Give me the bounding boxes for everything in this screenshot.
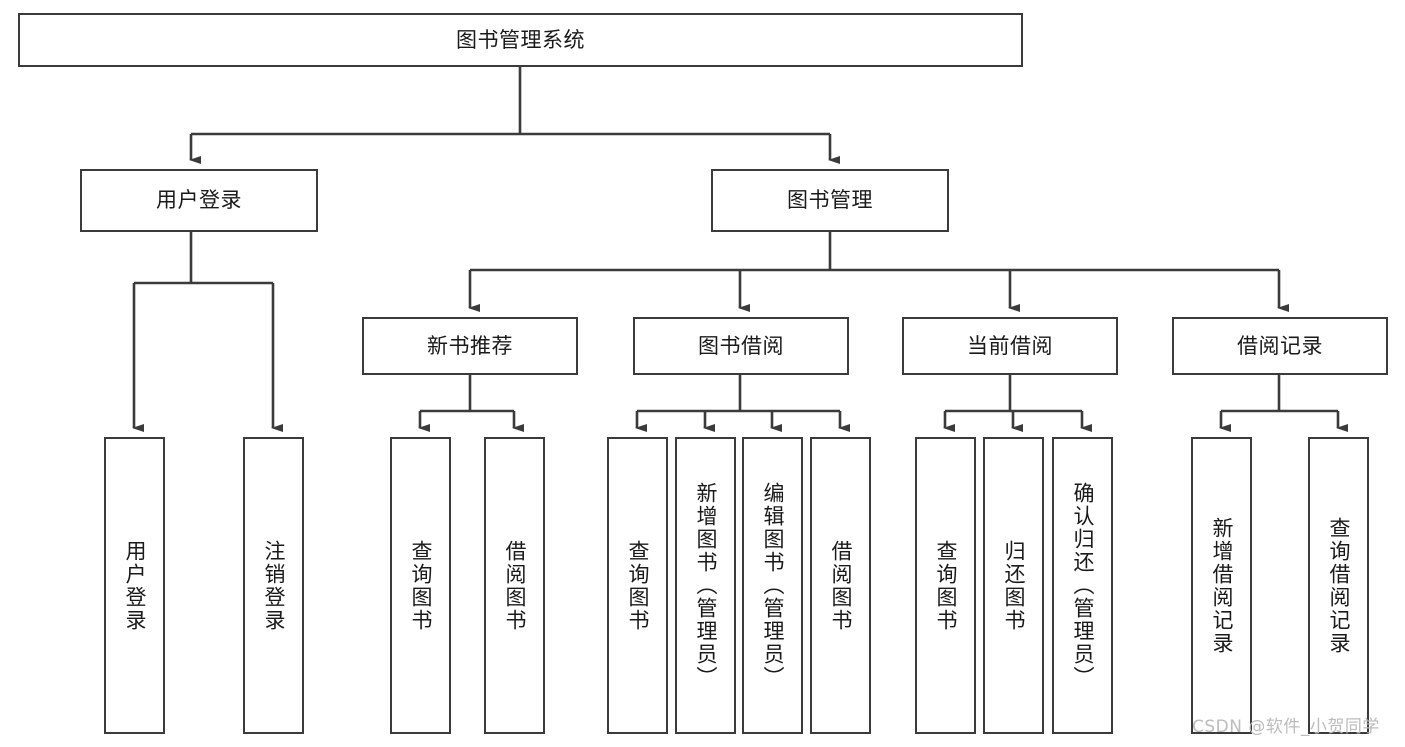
node-book-borrow[interactable]: 图书借阅 [633,317,849,375]
node-user-login[interactable]: 用户登录 [80,169,318,232]
node-leaf-edit-book-label: 编辑图书（管理员） [761,482,785,689]
node-leaf-logout-login-label: 注销登录 [262,539,286,632]
node-leaf-query-book-3-label: 查询图书 [934,539,958,632]
node-leaf-query-book-2[interactable]: 查询图书 [607,437,668,734]
node-leaf-edit-book[interactable]: 编辑图书（管理员） [742,437,803,734]
node-user-login-label: 用户登录 [156,188,242,213]
node-current-borrow[interactable]: 当前借阅 [902,317,1118,375]
node-leaf-borrow-book-1[interactable]: 借阅图书 [484,437,545,734]
node-leaf-return-book-label: 归还图书 [1002,539,1026,632]
node-root[interactable]: 图书管理系统 [18,13,1023,67]
node-leaf-borrow-book-2[interactable]: 借阅图书 [810,437,871,734]
node-leaf-borrow-book-2-label: 借阅图书 [829,539,853,632]
node-book-manage-label: 图书管理 [787,188,873,213]
node-new-book-recommend-label: 新书推荐 [427,333,513,358]
watermark-text: CSDN @软件_小贺同学 [1192,717,1380,737]
node-leaf-query-book-1[interactable]: 查询图书 [390,437,451,734]
node-leaf-add-book[interactable]: 新增图书（管理员） [675,437,736,734]
node-leaf-query-book-2-label: 查询图书 [626,539,650,632]
node-leaf-borrow-book-1-label: 借阅图书 [503,539,527,632]
node-leaf-logout-login[interactable]: 注销登录 [243,437,304,734]
node-leaf-query-record[interactable]: 查询借阅记录 [1308,437,1369,734]
node-book-borrow-label: 图书借阅 [698,333,784,358]
node-leaf-confirm-return-label: 确认归还（管理员） [1071,482,1095,689]
node-leaf-add-record-label: 新增借阅记录 [1210,516,1234,655]
node-leaf-query-record-label: 查询借阅记录 [1327,516,1351,655]
node-borrow-record-label: 借阅记录 [1237,333,1323,358]
node-borrow-record[interactable]: 借阅记录 [1172,317,1388,375]
node-leaf-return-book[interactable]: 归还图书 [983,437,1044,734]
node-leaf-add-record[interactable]: 新增借阅记录 [1191,437,1252,734]
node-book-manage[interactable]: 图书管理 [711,169,949,232]
node-leaf-user-login-label: 用户登录 [123,539,147,632]
node-leaf-user-login[interactable]: 用户登录 [104,437,165,734]
node-leaf-confirm-return[interactable]: 确认归还（管理员） [1052,437,1113,734]
node-root-label: 图书管理系统 [456,27,585,52]
node-current-borrow-label: 当前借阅 [967,333,1053,358]
node-leaf-add-book-label: 新增图书（管理员） [694,482,718,689]
node-new-book-recommend[interactable]: 新书推荐 [362,317,578,375]
node-leaf-query-book-1-label: 查询图书 [409,539,433,632]
node-leaf-query-book-3[interactable]: 查询图书 [915,437,976,734]
